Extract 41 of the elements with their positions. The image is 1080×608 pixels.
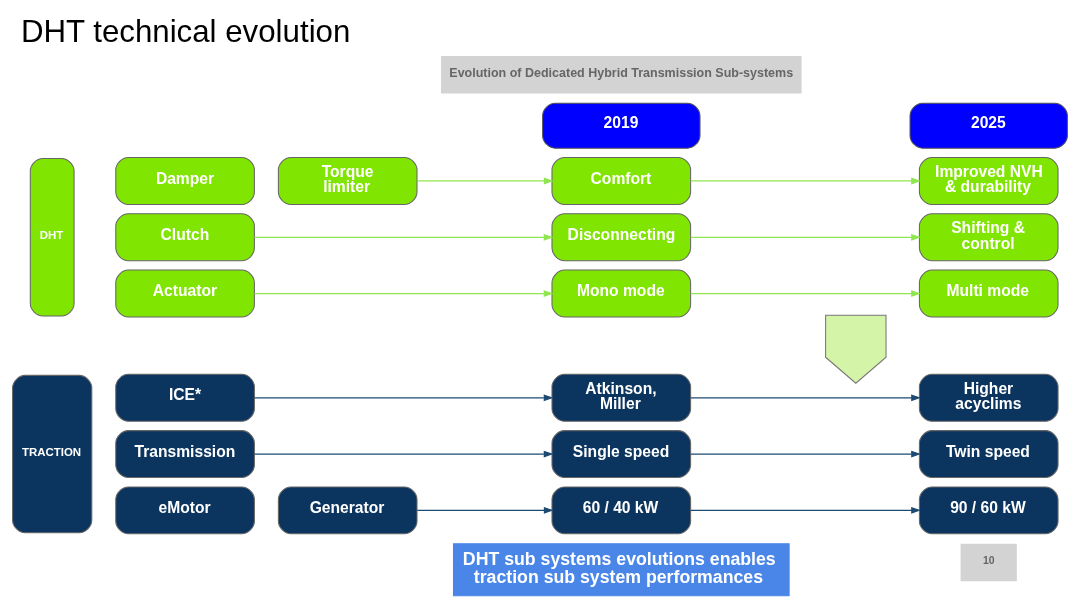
node-box: DHT: [29, 157, 75, 316]
node-box: Damper: [115, 156, 255, 205]
node-box: 2025: [909, 102, 1068, 149]
node-box: Mono mode: [551, 269, 692, 318]
node-box: Disconnecting: [551, 212, 692, 261]
arrow: [690, 177, 921, 184]
node-arrow: [825, 314, 887, 384]
node-box: Twin speed: [918, 429, 1059, 478]
arrow: [253, 393, 554, 401]
node-box: Single speed: [551, 429, 692, 478]
diagram-title: DHT technical evolution: [20, 13, 351, 49]
arrow: [416, 177, 554, 184]
node-box: Transmission: [115, 429, 255, 478]
node-box: Higher acyclims: [918, 373, 1059, 422]
node-box: Actuator: [115, 269, 255, 318]
node-box: eMotor: [115, 485, 255, 534]
arrow: [416, 506, 554, 514]
node-box: 90 / 60 kW: [918, 485, 1059, 534]
arrow: [253, 233, 554, 241]
label: 10: [982, 554, 995, 566]
node-box: 2019: [542, 102, 701, 149]
arrow: [690, 450, 921, 457]
node-box: ICE*: [115, 373, 255, 422]
node-box: Improved NVH & durability: [918, 156, 1059, 205]
node-box: DHT sub systems evolutions enables traction sub system performances: [452, 542, 790, 596]
node-box: Torque limiter: [277, 156, 418, 205]
node-box: 60 / 40 kW: [551, 485, 692, 534]
node-box: Multi mode: [918, 269, 1059, 318]
label: Evolution of Dedicated Hybrid Transmission Sub-systems: [449, 65, 794, 80]
arrow: [690, 506, 921, 514]
node-box: TRACTION: [12, 374, 93, 533]
arrow: [690, 289, 921, 297]
node-box: Shifting & control: [918, 212, 1059, 261]
node-box: Clutch: [115, 212, 255, 261]
node-box: Comfort: [551, 156, 692, 205]
arrow: [253, 450, 554, 457]
arrow: [253, 289, 554, 297]
node-box: Atkinson, Miller: [551, 373, 692, 422]
arrow: [690, 233, 921, 241]
node-box: Generator: [277, 485, 418, 534]
arrow: [690, 393, 921, 401]
